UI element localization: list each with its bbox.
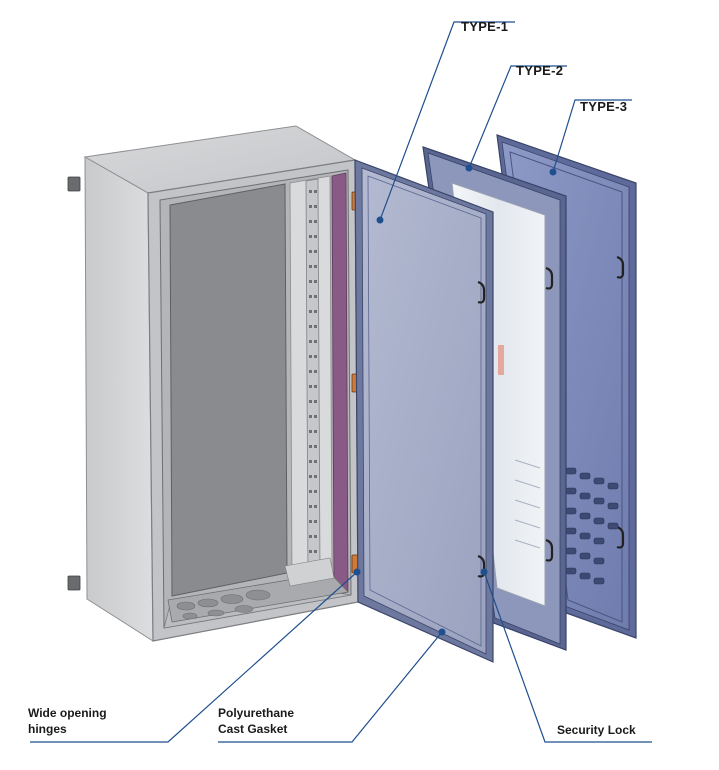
handle-icon [477, 280, 486, 304]
handle-icon [616, 255, 625, 279]
frame-gasket-strip [331, 172, 349, 596]
ventilation-louvres [565, 467, 619, 585]
handle-icon [545, 266, 554, 290]
label-type-1: TYPE-1 [461, 19, 509, 34]
handle-icon [477, 554, 486, 578]
callout-gasket [218, 631, 443, 743]
callout-type-2 [468, 65, 567, 169]
label-hinges-line-1: Wide opening [28, 706, 107, 720]
label-type-2: TYPE-2 [516, 63, 564, 78]
label-gasket-line-1: Polyurethane [218, 706, 295, 720]
cabinet-body [67, 125, 360, 642]
label-security-lock: Security Lock [557, 723, 636, 737]
wall-bracket-icon [67, 176, 81, 591]
label-polyurethane-gasket: Polyurethane Cast Gasket [218, 705, 294, 737]
label-wide-opening-hinges: Wide opening hinges [28, 705, 107, 737]
perforated-rail [305, 178, 321, 578]
handle-icon [616, 525, 625, 549]
callout-type-3 [552, 99, 632, 173]
handle-icon [545, 538, 554, 562]
label-gasket-line-2: Cast Gasket [218, 722, 288, 736]
door-type-1 [354, 159, 494, 663]
label-hinges-line-2: hinges [28, 722, 67, 736]
label-type-3: TYPE-3 [580, 99, 628, 114]
callout-type-1 [379, 21, 515, 221]
callout-lock [483, 571, 652, 743]
callout-hinges [30, 571, 358, 743]
callout-dots [353, 164, 557, 636]
callout-lines [30, 21, 652, 743]
